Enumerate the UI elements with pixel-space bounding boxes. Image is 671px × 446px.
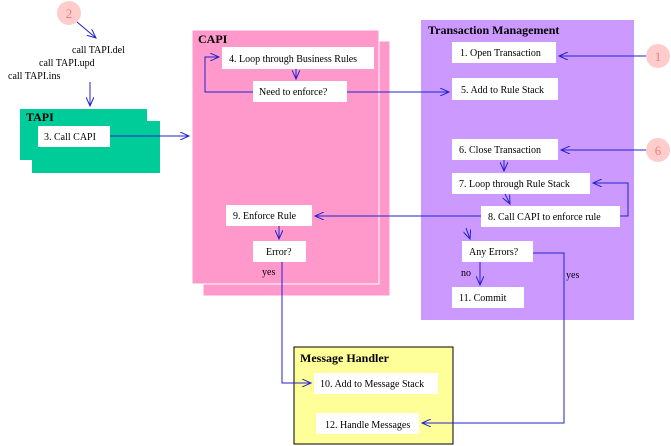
badge-6-circle	[646, 138, 670, 162]
step-10-rect	[314, 373, 438, 394]
step-12-box: 12. Handle Messages	[316, 413, 419, 434]
error-rect	[253, 241, 306, 262]
badge-1-label: 1	[655, 49, 662, 64]
call-tapi-upd: call TAPI.upd	[39, 58, 95, 69]
error-box: Error?	[253, 241, 306, 262]
need-enforce-rect	[253, 81, 347, 102]
any-errors-rect	[462, 241, 533, 262]
step-4-label: 4. Loop through Business Rules	[229, 54, 357, 65]
step-7-label: 7. Loop through Rule Stack	[459, 179, 570, 190]
step-6-rect	[452, 139, 558, 160]
step-6-box: 6. Close Transaction	[452, 139, 558, 160]
step-7-rect	[452, 173, 590, 194]
badge-2-circle	[57, 1, 81, 25]
step8-loop-arrow	[593, 183, 629, 217]
step-11-box: 11. Commit	[452, 287, 524, 308]
any-errors-box: Any Errors?	[462, 241, 533, 262]
step-9-label: 9. Enforce Rule	[233, 211, 297, 222]
step-4-box: 4. Loop through Business Rules	[222, 47, 374, 69]
badge2-to-calls-arrow	[76, 21, 96, 38]
step-12-rect	[316, 413, 419, 434]
capi-yes-label: yes	[262, 267, 275, 278]
step-1-rect	[452, 42, 556, 63]
txn-to-anyerrors-arrow	[466, 227, 470, 239]
step-10-label: 10. Add to Message Stack	[320, 379, 424, 390]
tapi-title: TAPI	[26, 110, 54, 124]
call-tapi-del: call TAPI.del	[72, 45, 125, 56]
txn-no-label: no	[461, 268, 471, 279]
step-7-box: 7. Loop through Rule Stack	[452, 173, 590, 194]
any-errors-label: Any Errors?	[469, 247, 519, 258]
loop-back-arrow	[204, 57, 253, 93]
step-4-rect	[222, 47, 374, 69]
call-tapi-ins: call TAPI.ins	[8, 71, 60, 82]
step-5-label: 5. Add to Rule Stack	[461, 85, 544, 96]
txn-title: Transaction Management	[428, 23, 559, 37]
step-1-label: 1. Open Transaction	[460, 48, 541, 59]
error-to-step10-arrow	[281, 262, 311, 383]
step-9-box: 9. Enforce Rule	[226, 205, 312, 226]
badge-2-label: 2	[66, 6, 73, 21]
step-8-label: 8. Call CAPI to enforce rule	[488, 212, 601, 223]
msg-title: Message Handler	[300, 351, 390, 365]
step-8-rect	[481, 206, 620, 227]
anyerrors-to-step12-arrow	[422, 252, 565, 423]
step-10-box: 10. Add to Message Stack	[314, 373, 438, 394]
step-12-label: 12. Handle Messages	[325, 420, 410, 431]
txn-yes-label: yes	[566, 270, 579, 281]
step-6-label: 6. Close Transaction	[459, 145, 541, 156]
txn-panel-bg	[421, 20, 634, 320]
step-5-box: 5. Add to Rule Stack	[452, 78, 558, 100]
step-3-box: 3. Call CAPI	[38, 126, 110, 147]
step-9-rect	[226, 205, 312, 226]
badge-2: 2	[57, 1, 81, 25]
step-1-box: 1. Open Transaction	[452, 42, 556, 63]
badge-6: 6	[646, 138, 670, 162]
need-enforce-box: Need to enforce?	[253, 81, 347, 102]
error-label: Error?	[266, 247, 292, 258]
txn-panel: Transaction Management	[421, 20, 634, 320]
badge-6-label: 6	[655, 143, 662, 158]
badge-1: 1	[646, 44, 670, 68]
need-enforce-label: Need to enforce?	[259, 87, 328, 98]
step7-to-step8-arrow	[505, 193, 510, 204]
capi-title: CAPI	[198, 32, 228, 46]
step-11-rect	[452, 287, 524, 308]
step-5-rect	[452, 78, 558, 100]
step-3-label: 3. Call CAPI	[44, 132, 96, 143]
step-8-box: 8. Call CAPI to enforce rule	[481, 206, 620, 227]
step-3-rect	[38, 126, 110, 147]
badge-1-circle	[646, 44, 670, 68]
step-11-label: 11. Commit	[459, 293, 507, 304]
